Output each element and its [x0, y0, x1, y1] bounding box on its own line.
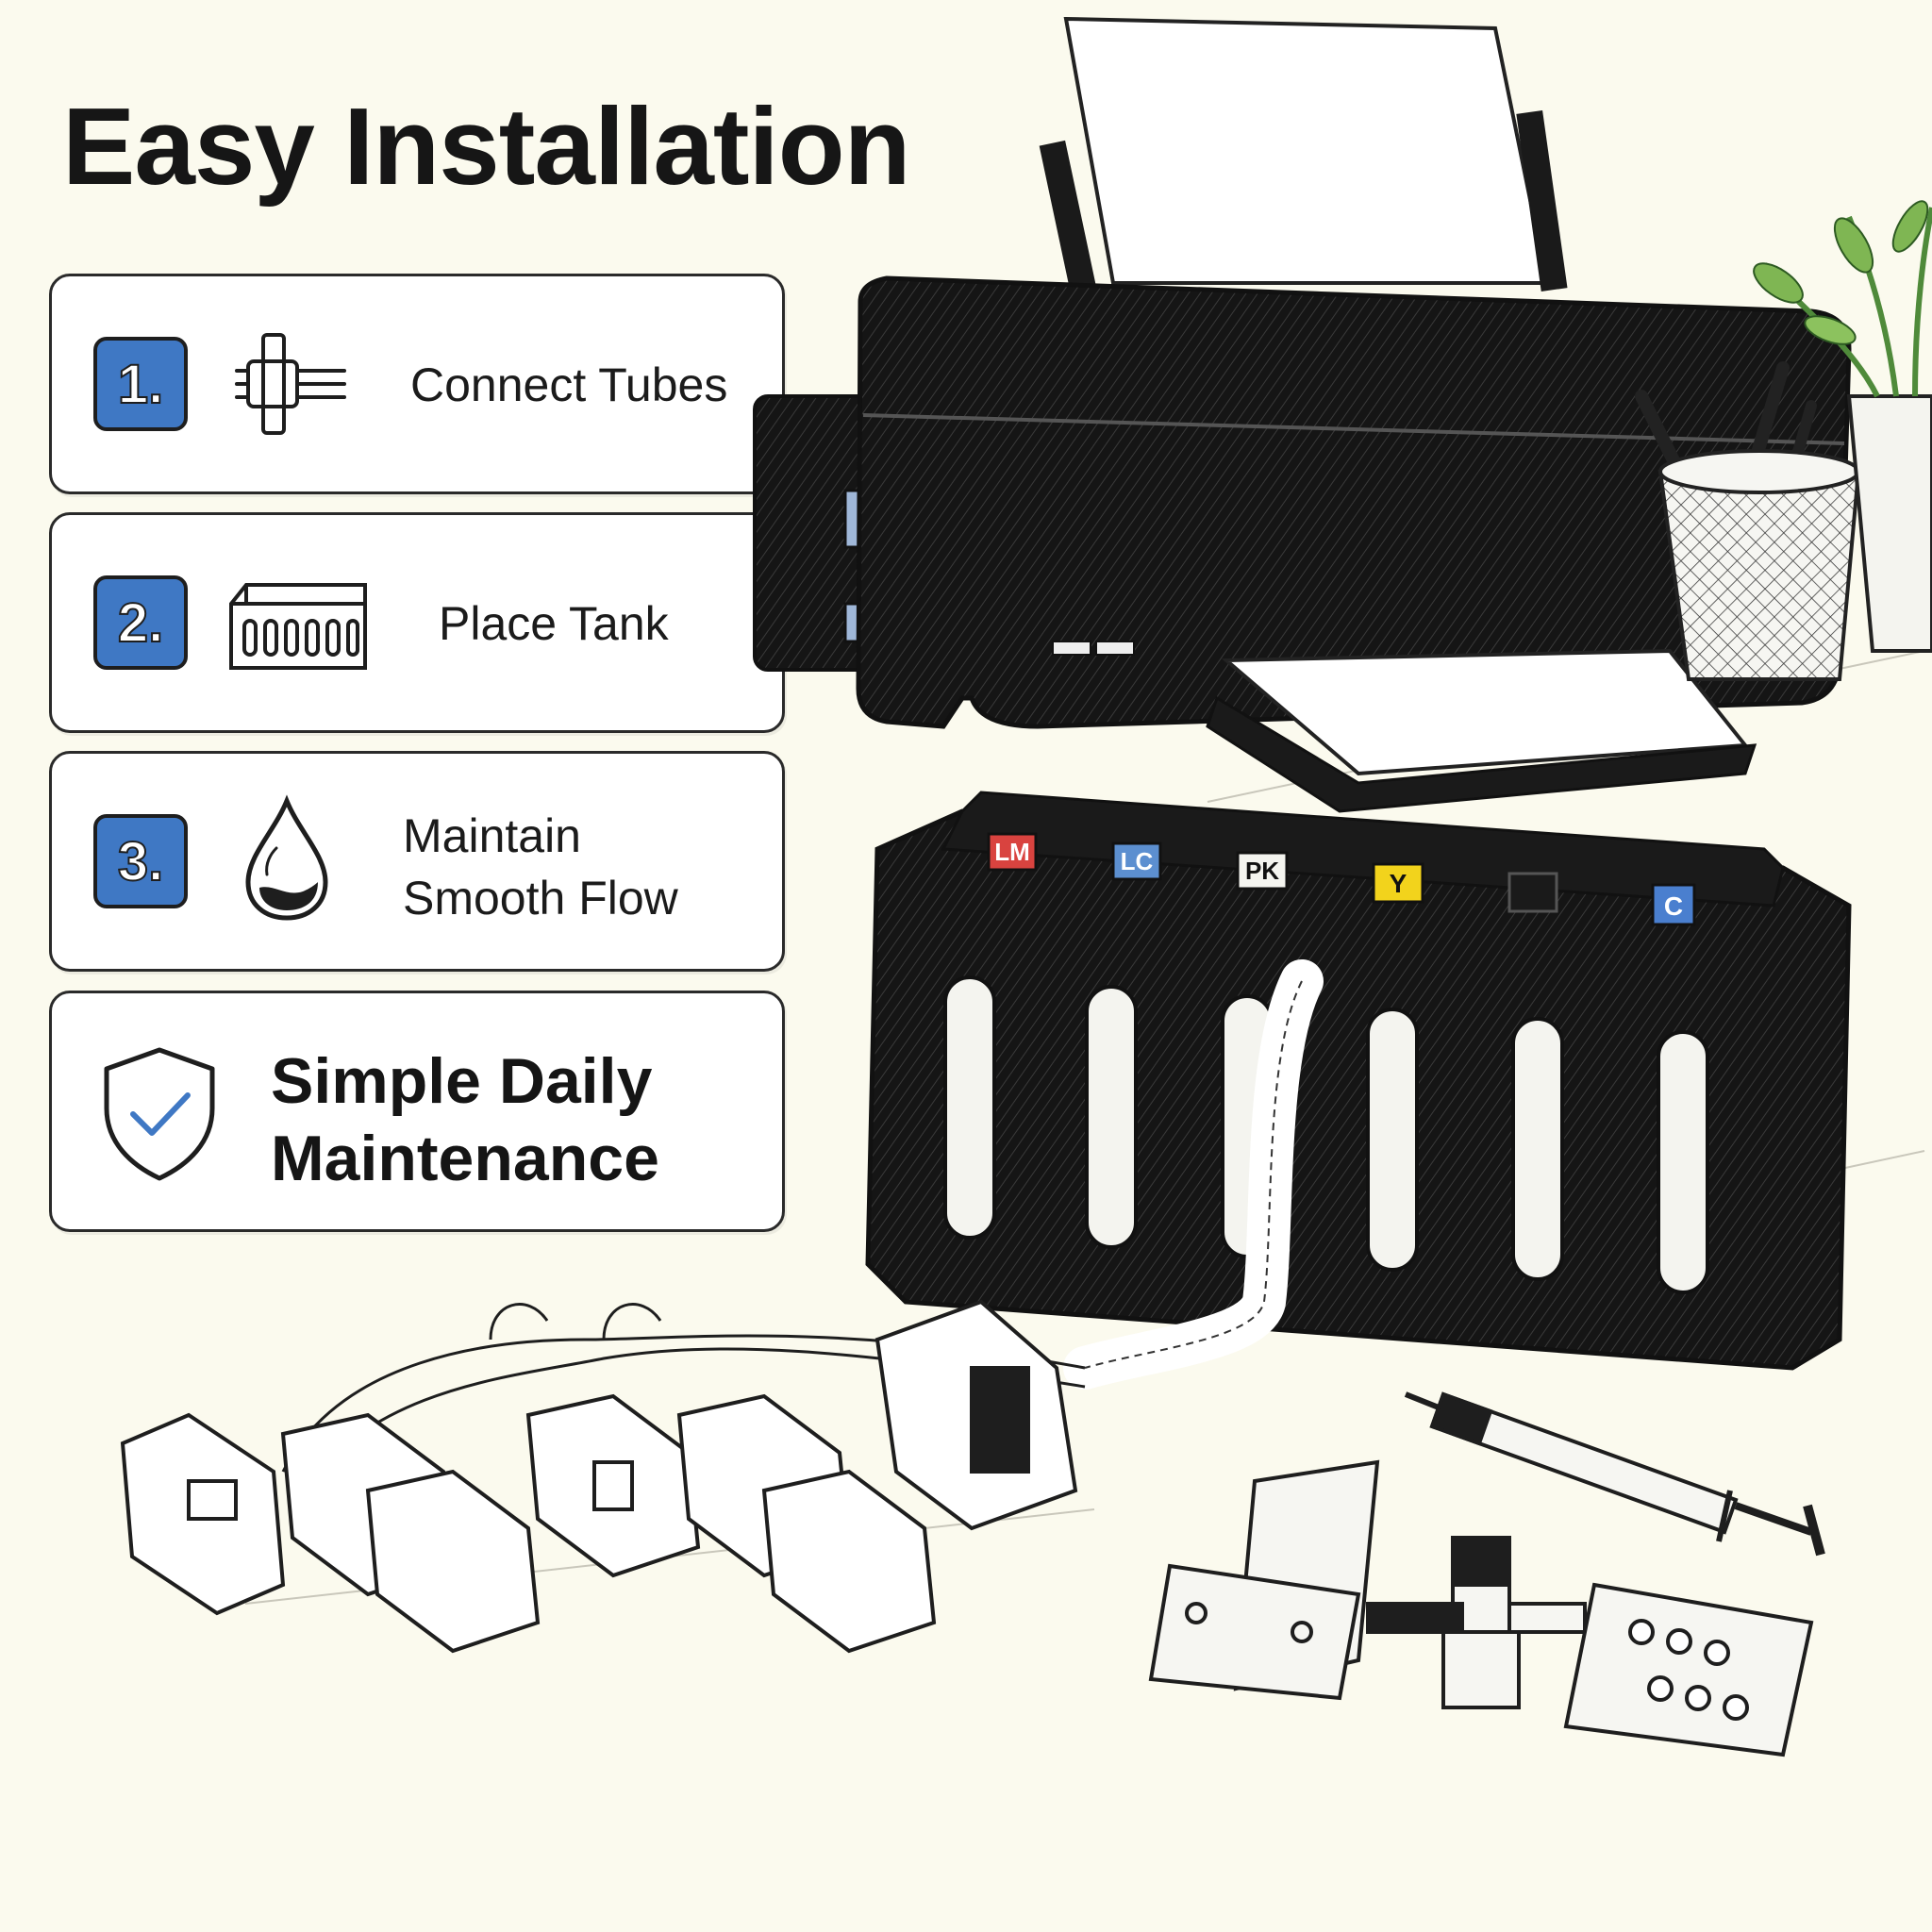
- tube-connector-icon: [235, 333, 346, 435]
- plant-illustration: [1753, 200, 1932, 653]
- printer-body: [856, 275, 1852, 729]
- printer-paper-guide-right: [1516, 109, 1568, 291]
- sealing-plugs-card: [1563, 1582, 1814, 1757]
- tank-window: [1657, 1030, 1709, 1294]
- ink-tank-illustration: LM LC PK Y C: [865, 791, 1852, 1390]
- clip: [1366, 1536, 1587, 1709]
- tank-window: [1085, 985, 1138, 1249]
- tank-label-text: Y: [1390, 869, 1407, 898]
- ink-cartridge: [365, 1469, 541, 1654]
- printer-front-button: [1095, 641, 1135, 656]
- tank-label-pk: [1236, 851, 1289, 891]
- printer-lid-edge: [862, 413, 1845, 445]
- tube-bracket: [1148, 1459, 1380, 1701]
- page-title: Easy Installation: [62, 85, 910, 208]
- tank-label-lm: [987, 832, 1038, 872]
- step-card-connect-tubes: 1. Connect Tubes: [49, 274, 785, 494]
- step-number-badge: 3.: [93, 814, 188, 908]
- step-label: Place Tank: [439, 597, 669, 650]
- maintenance-line-1: Simple Daily: [271, 1045, 653, 1117]
- maintenance-line-2: Maintenance: [271, 1123, 659, 1194]
- printer-front-button: [1052, 641, 1091, 656]
- step-card-place-tank: 2. Place Tank: [49, 512, 785, 733]
- tank-label-text: C: [1664, 891, 1683, 921]
- tank-label-blank: [1507, 872, 1558, 913]
- tank-label-text: LC: [1121, 847, 1154, 875]
- ink-cartridge: [761, 1469, 937, 1654]
- tank-label-c: [1651, 883, 1696, 926]
- step-label: Connect Tubes: [410, 358, 728, 411]
- tank-label-text: LM: [994, 838, 1030, 866]
- tank-label-text: PK: [1245, 857, 1279, 885]
- tank-label-y: [1372, 862, 1424, 904]
- step-number-badge: 1.: [93, 337, 188, 431]
- ink-tank-icon: [229, 583, 367, 670]
- printer-paper-guide-left: [1039, 140, 1097, 294]
- tank-window: [1511, 1017, 1564, 1281]
- printer-output-tray-base: [1206, 695, 1757, 813]
- accessories-illustration: [1148, 1391, 1825, 1757]
- shield-check-icon: [104, 1047, 215, 1181]
- step-label-line-1: Maintain: [403, 809, 581, 862]
- tank-window: [1366, 1008, 1419, 1272]
- pen-holder-illustration: [1635, 361, 1861, 681]
- step-label-line-2: Smooth Flow: [403, 872, 678, 924]
- maintenance-card: Simple Daily Maintenance: [49, 991, 785, 1232]
- ink-drop-icon: [245, 794, 328, 921]
- step-card-smooth-flow: 3. Maintain Smooth Flow: [49, 751, 785, 972]
- printer-input-paper: [1063, 16, 1550, 285]
- tank-label-lc: [1111, 841, 1162, 881]
- cartridge-chain-illustration: [120, 1299, 1086, 1654]
- tank-window: [943, 975, 996, 1240]
- step-number-badge: 2.: [93, 575, 188, 670]
- syringe: [1404, 1391, 1825, 1557]
- printer-illustration: [753, 16, 1852, 813]
